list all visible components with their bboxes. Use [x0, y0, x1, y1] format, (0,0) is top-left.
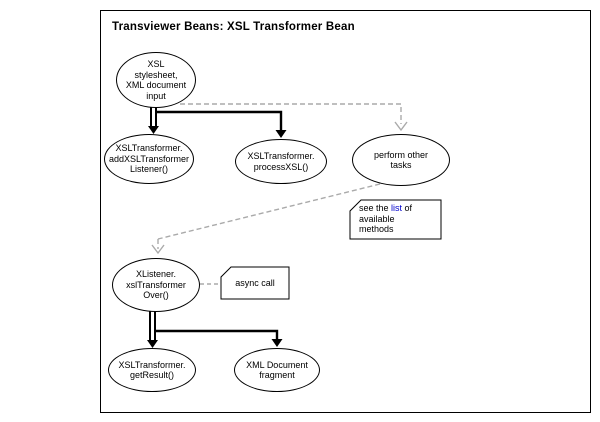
- methods-note-post: of available methods: [359, 203, 413, 234]
- node-process-xsl: XSLTransformer. processXSL(): [235, 139, 327, 184]
- list-link[interactable]: list: [391, 203, 403, 213]
- node-xml-fragment-label: XML Document fragment: [246, 359, 308, 381]
- node-get-result-label: XSLTransformer. getResult(): [118, 359, 186, 381]
- diagram-title: Transviewer Beans: XSL Transformer Bean: [112, 21, 355, 33]
- node-input: XSL stylesheet, XML document input: [116, 52, 196, 108]
- methods-note-pre: see the: [359, 203, 392, 213]
- node-perform-other: perform other tasks: [352, 134, 450, 186]
- node-xsl-transformer-over-label: XListener. xslTransformer Over(): [126, 269, 186, 301]
- async-note-shape: [220, 266, 290, 300]
- methods-note-shape: [349, 199, 442, 240]
- node-input-label: XSL stylesheet, XML document input: [125, 59, 187, 101]
- async-note: async call: [221, 278, 289, 289]
- methods-note: see the list of available methods: [359, 203, 439, 235]
- node-process-xsl-label: XSLTransformer. processXSL(): [247, 151, 315, 172]
- node-perform-other-label: perform other tasks: [373, 149, 429, 171]
- node-add-listener-label: XSLTransformer. addXSLTransformer Listen…: [108, 143, 190, 175]
- arrow-input-to-perform-other: [180, 103, 408, 132]
- node-add-listener: XSLTransformer. addXSLTransformer Listen…: [104, 134, 194, 184]
- node-xml-fragment: XML Document fragment: [234, 348, 320, 392]
- arrow-listener-to-get-result: [147, 306, 158, 348]
- node-get-result: XSLTransformer. getResult(): [108, 348, 196, 392]
- arrow-listener-to-fragment: [155, 329, 283, 347]
- arrow-perform-other-to-listener: [151, 183, 381, 255]
- node-xsl-transformer-over: XListener. xslTransformer Over(): [112, 258, 200, 312]
- async-note-label: async call: [235, 278, 275, 288]
- arrow-input-to-process-xsl: [156, 110, 287, 138]
